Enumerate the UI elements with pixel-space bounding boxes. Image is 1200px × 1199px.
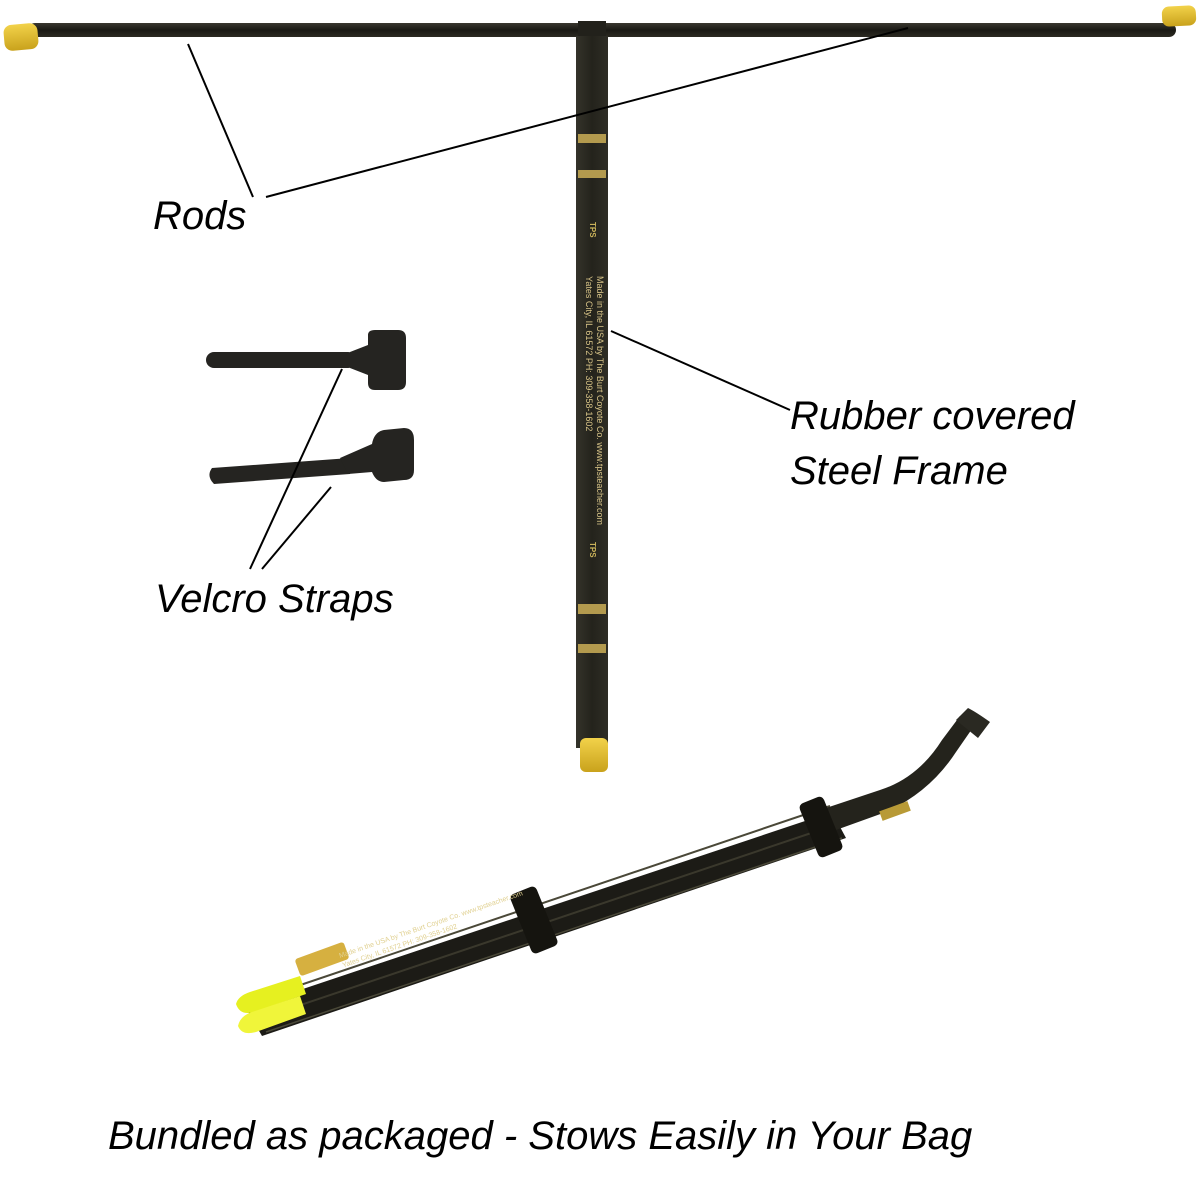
frame-logo: TPS (588, 542, 597, 558)
left-rod-cap (3, 23, 39, 51)
velcro-strap-bottom (209, 428, 414, 484)
rubber-covered-label: Rubber covered (790, 394, 1075, 438)
frame-logo: TPS (588, 222, 597, 238)
bundled-frame: Made in the USA by The Burt Coyote Co. w… (236, 708, 990, 1036)
frame-band (578, 644, 606, 653)
pointer-lines (187, 27, 909, 570)
bundle-strap (799, 796, 843, 858)
rods-label: Rods (153, 194, 247, 238)
frame-imprint-line1: Made in the USA by The Burt Coyote Co. w… (595, 276, 605, 525)
bundle-strap (510, 886, 558, 954)
velcro-strap-top (206, 330, 406, 390)
frame-band (578, 170, 606, 178)
frame-imprint-line2: Yates City, IL 61572 PH: 309-358-1602 (584, 276, 594, 431)
velcro-straps-label: Velcro Straps (155, 577, 394, 621)
steel-frame: TPS TPS Made in the USA by The Burt Coyo… (576, 36, 608, 772)
bundle-caption: Bundled as packaged - Stows Easily in Yo… (108, 1114, 973, 1158)
frame-band (578, 604, 606, 614)
right-rod-cap (1161, 5, 1197, 27)
frame-band (578, 134, 606, 143)
frame-cap (580, 738, 608, 772)
steel-frame-label: Steel Frame (790, 449, 1008, 493)
